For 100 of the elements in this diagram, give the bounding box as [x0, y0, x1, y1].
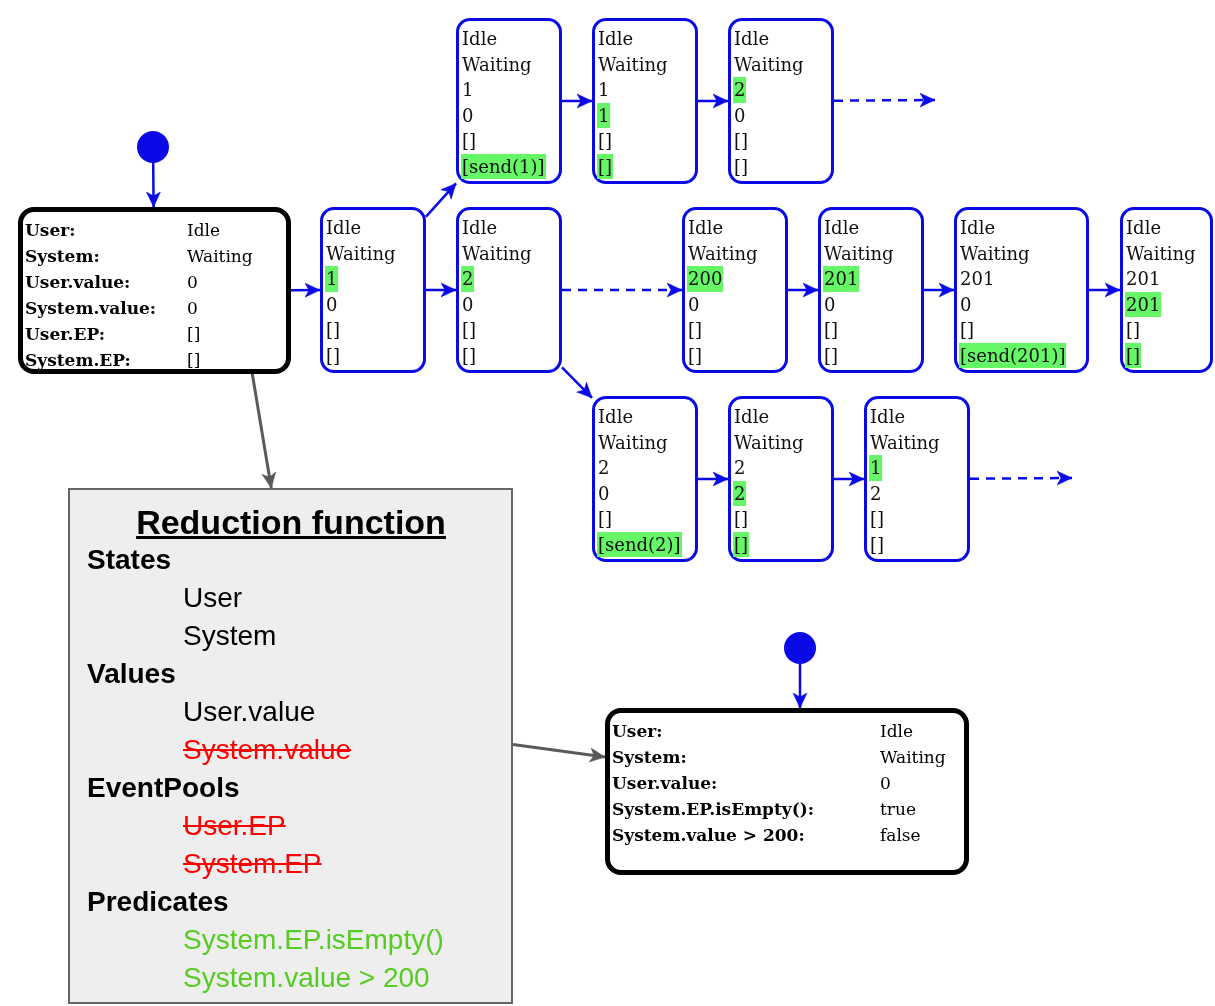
state-value: [] [1125, 318, 1142, 342]
state-value: 0 [959, 292, 973, 317]
start-circle [137, 131, 169, 163]
state-box [818, 207, 924, 373]
arrow [834, 471, 865, 487]
list-item: User.value [183, 695, 316, 729]
state-value: Waiting [597, 52, 669, 77]
state-value: 201 [959, 267, 996, 291]
arrow [250, 373, 276, 489]
arrow [1089, 282, 1121, 298]
state-value: Idle [325, 216, 363, 240]
state-value: Idle [597, 27, 635, 51]
state-value: Waiting [733, 430, 805, 455]
highlighted-value: 2 [733, 480, 747, 506]
state-value: [] [461, 343, 478, 368]
field-name: User.value: [612, 772, 718, 795]
field-value: [] [187, 349, 201, 372]
list-item: User [183, 581, 243, 615]
state-value: Idle [687, 216, 725, 240]
state-table-box [605, 708, 969, 875]
state-box [1120, 207, 1213, 373]
state-value: [] [461, 129, 478, 153]
state-table-box [18, 207, 291, 374]
state-value: 0 [687, 292, 701, 317]
removed-item: User.EP [183, 809, 286, 843]
highlighted-value: 201 [1125, 291, 1162, 317]
field-name: System.value > 200: [612, 824, 805, 847]
state-value: [] [597, 507, 614, 531]
removed-item: System.EP [183, 847, 322, 881]
state-value: 0 [461, 103, 475, 128]
field-name: User.value: [25, 271, 131, 294]
arrow [512, 743, 606, 763]
state-value: [] [687, 318, 704, 342]
field-value: Waiting [187, 245, 253, 268]
state-value: Waiting [733, 52, 805, 77]
state-value: Idle [959, 216, 997, 240]
state-value: Waiting [687, 241, 759, 266]
arrow [146, 163, 161, 208]
state-box [456, 207, 562, 373]
field-value: [] [187, 323, 201, 346]
start-circle [784, 632, 816, 664]
state-value: 2 [597, 456, 611, 480]
field-value: Idle [880, 720, 914, 743]
state-value: [] [461, 318, 478, 342]
state-value: [] [733, 507, 750, 531]
state-value: Idle [1125, 216, 1163, 240]
state-box [682, 207, 788, 373]
added-item: System.value > 200 [183, 961, 430, 995]
state-value: 0 [733, 103, 747, 128]
arrow [425, 182, 457, 218]
arrow [291, 282, 321, 298]
state-value: Idle [461, 216, 499, 240]
field-name: System: [25, 245, 100, 268]
highlighted-value: [] [597, 153, 614, 179]
field-name: System: [612, 746, 687, 769]
section-heading: EventPools [87, 771, 240, 805]
state-value: Waiting [461, 52, 533, 77]
field-name: System.EP.isEmpty(): [612, 798, 815, 821]
highlighted-value: [send(201)] [959, 342, 1067, 368]
field-value: false [880, 824, 921, 847]
field-name: User: [612, 720, 663, 743]
state-value: 0 [325, 292, 339, 317]
state-value: Idle [733, 405, 771, 429]
state-value: Idle [461, 27, 499, 51]
state-value: 2 [733, 456, 747, 480]
state-box [320, 207, 426, 373]
section-heading: States [87, 543, 172, 577]
highlighted-value: 200 [687, 266, 724, 292]
state-value: Waiting [823, 241, 895, 266]
state-box [864, 396, 970, 562]
state-value: [] [597, 129, 614, 153]
state-box [728, 18, 834, 184]
arrow [698, 471, 729, 487]
state-value: Waiting [1125, 241, 1197, 266]
list-item: System [183, 619, 277, 653]
highlighted-value: [send(1)] [461, 153, 546, 179]
arrow [561, 366, 593, 399]
arrow [426, 282, 457, 298]
state-box [954, 207, 1089, 373]
field-value: 0 [187, 297, 198, 320]
field-name: User.EP: [25, 323, 105, 346]
state-value: Idle [733, 27, 771, 51]
state-value: [] [325, 343, 342, 368]
state-value: [] [823, 318, 840, 342]
highlighted-value: 1 [869, 455, 883, 481]
removed-item: System.value [183, 733, 352, 767]
state-value: [] [823, 343, 840, 368]
highlighted-value: [] [1125, 342, 1142, 368]
highlighted-value: 2 [461, 266, 475, 292]
state-value: 0 [597, 481, 611, 506]
section-heading: Predicates [87, 885, 229, 919]
dashed-arrow [970, 470, 1073, 486]
highlighted-value: 1 [325, 266, 339, 292]
state-value: 1 [461, 78, 475, 102]
state-value: 2 [869, 481, 883, 506]
highlighted-value: 201 [823, 266, 860, 292]
reduction-function-panel [68, 488, 513, 1004]
added-item: System.EP.isEmpty() [183, 923, 444, 957]
state-value: Waiting [461, 241, 533, 266]
dashed-arrow [562, 282, 683, 298]
